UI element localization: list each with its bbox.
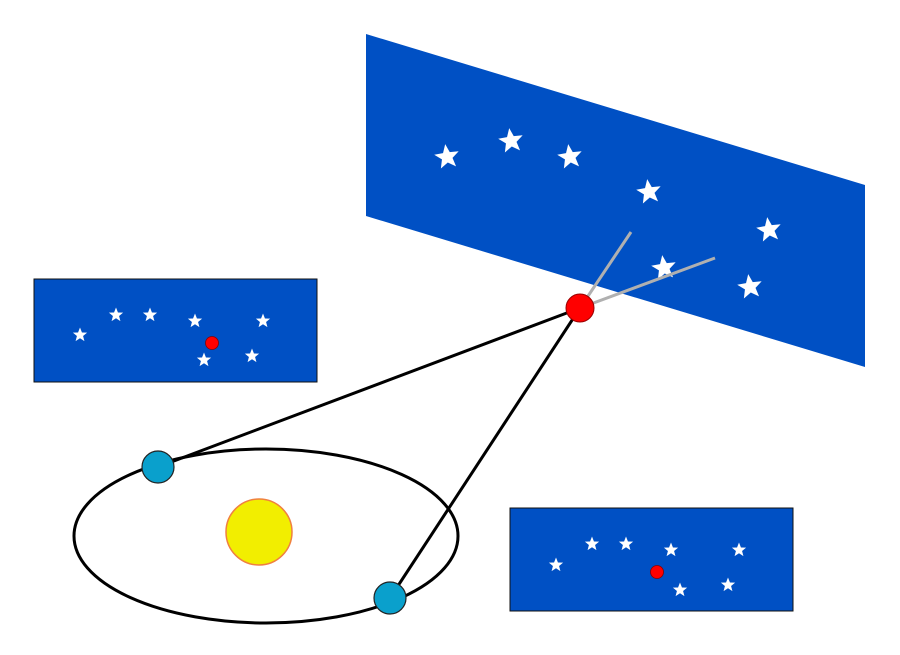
- view-from-position-1: [33, 278, 318, 383]
- sight-line-1: [157, 306, 581, 469]
- earth-orbit: [72, 447, 460, 625]
- view-from-position-2: [509, 507, 794, 612]
- sky-panel-large: [366, 34, 865, 367]
- earth-position-2: [373, 581, 407, 615]
- projection-line-1: [578, 231, 633, 309]
- projection-line-2: [579, 256, 716, 310]
- sky-panel-left: [33, 278, 318, 383]
- sky-panel-right: [509, 507, 794, 612]
- near-star: [565, 293, 595, 323]
- near-star-left-view: [205, 336, 219, 350]
- sun: [225, 498, 293, 566]
- distant-star-field: [366, 34, 865, 367]
- earth-position-1: [141, 450, 175, 484]
- near-star-right-view: [650, 565, 664, 579]
- sight-line-2: [388, 307, 582, 599]
